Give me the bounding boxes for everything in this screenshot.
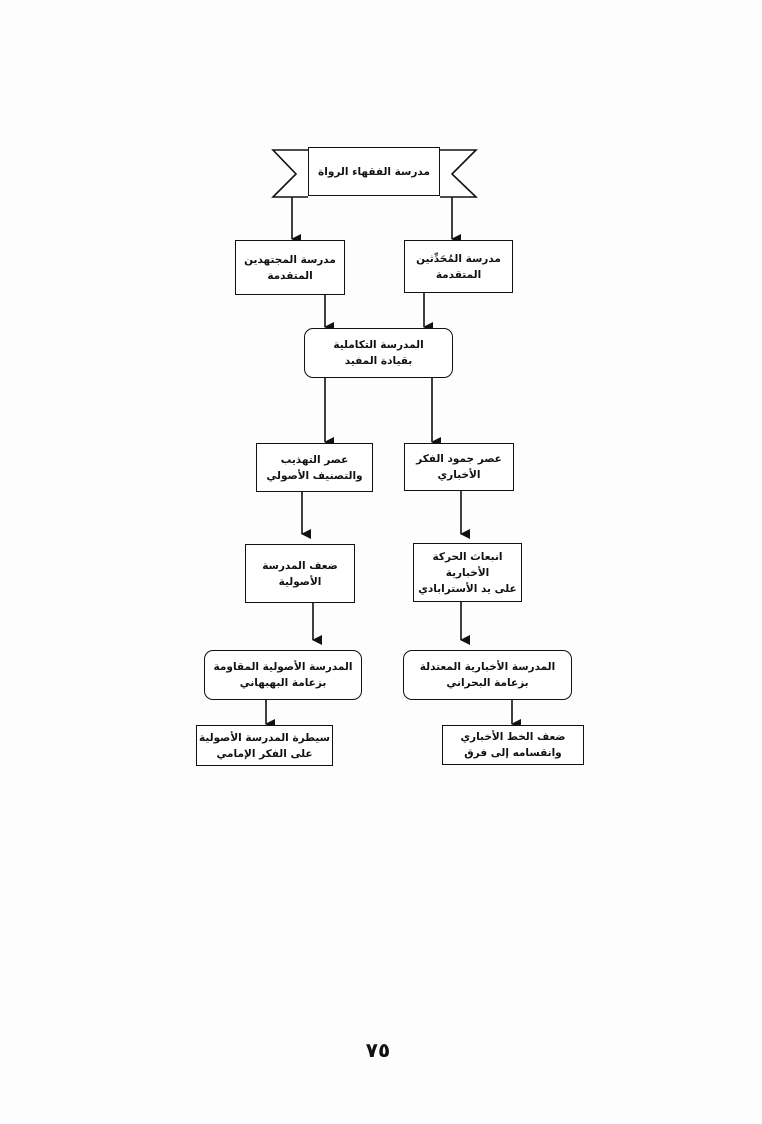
node-label: على يد الأسترابادي [418, 582, 517, 595]
node-astarabadi: انبعاث الحركة الأخبارية على يد الأسترابا… [413, 543, 522, 602]
node-weak-usuli: ضعف المدرسة الأصولية [245, 544, 355, 603]
node-bahrani: المدرسة الأخبارية المعتدلة بزعامة البحرا… [403, 650, 572, 700]
node-muhaddithin: مدرسة المُحَدِّثين المتقدمة [404, 240, 513, 293]
node-root: مدرسة الفقهاء الرواة [308, 147, 440, 196]
node-label: انبعاث الحركة الأخبارية [432, 550, 503, 579]
node-label: عصر جمود الفكر الأخباري [416, 453, 502, 481]
node-mujtahidin: مدرسة المجتهدين المتقدمة [235, 240, 345, 295]
node-bihbahani: المدرسة الأصولية المقاومة بزعامة البهبها… [204, 650, 362, 700]
node-label: بزعامة البهبهاني [239, 677, 327, 689]
node-label: وانقسامه إلى فرق [464, 747, 562, 759]
node-tahdhib: عصر التهذيب والتصنيف الأصولي [256, 443, 373, 492]
node-label: والتصنيف الأصولي [266, 469, 363, 482]
node-akhbari-split: ضعف الخط الأخباري وانقسامه إلى فرق [442, 725, 584, 765]
node-label: المدرسة الأصولية المقاومة [213, 661, 353, 673]
node-usuli-dominance: سيطرة المدرسة الأصولية على الفكر الإمامي [196, 725, 333, 766]
node-label: بقيادة المفيد [344, 355, 413, 367]
node-label: ضعف الخط الأخباري [460, 731, 566, 743]
node-label: على الفكر الإمامي [216, 747, 313, 760]
root-ribbon [271, 149, 478, 198]
node-label: مدرسة المجتهدين المتقدمة [244, 253, 336, 282]
node-label: سيطرة المدرسة الأصولية [199, 731, 331, 744]
node-jumud: عصر جمود الفكر الأخباري [404, 443, 514, 491]
node-label: بزعامة البحراني [446, 677, 529, 689]
node-label: ضعف المدرسة الأصولية [262, 559, 338, 588]
page-number: ٧٥ [365, 1038, 391, 1062]
node-label: عصر التهذيب [280, 453, 349, 466]
node-label: مدرسة المُحَدِّثين المتقدمة [416, 252, 501, 281]
node-label: مدرسة الفقهاء الرواة [318, 165, 430, 178]
node-label: المدرسة الأخبارية المعتدلة [419, 661, 556, 673]
node-takamuliyya: المدرسة التكاملية بقيادة المفيد [304, 328, 453, 378]
node-label: المدرسة التكاملية [333, 339, 424, 351]
